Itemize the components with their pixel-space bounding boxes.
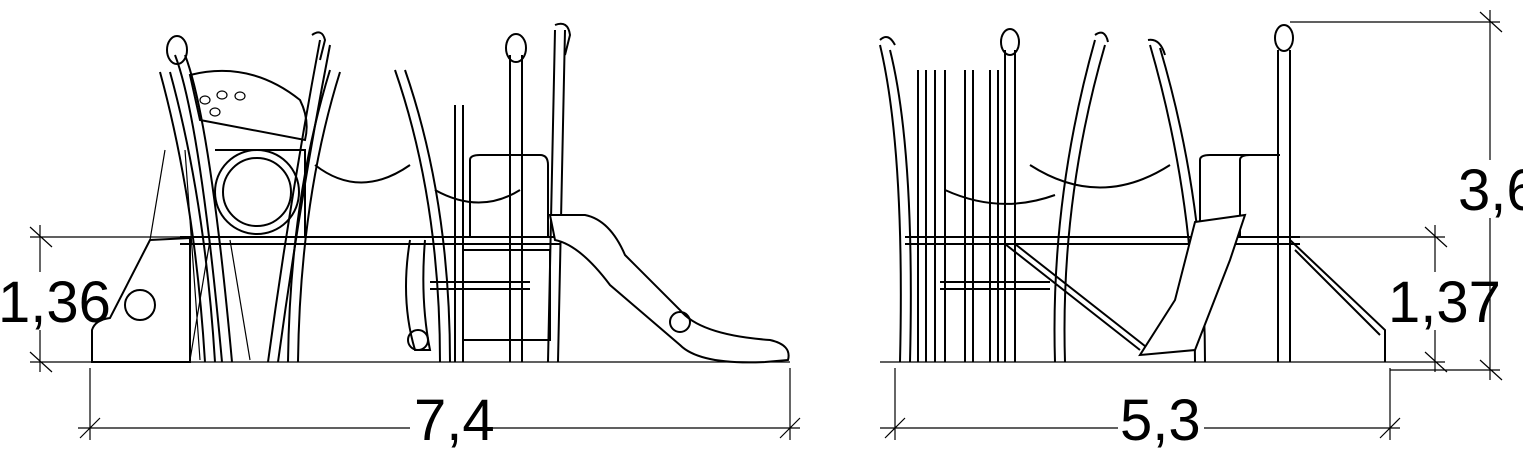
platform-height-label: 1,37: [1388, 270, 1501, 335]
tunnel-window: [214, 149, 300, 235]
side-ladder: [1004, 243, 1151, 351]
side-finials: [879, 24, 1294, 56]
climber-panel: [462, 249, 551, 341]
side-posts: [879, 39, 1291, 363]
post-finials: [166, 22, 572, 65]
side-slide: [1138, 213, 1247, 357]
side-climber: [1289, 239, 1386, 362]
front-width-label: 7,4: [414, 388, 495, 452]
front-elevation: [90, 22, 790, 364]
side-width-label: 5,3: [1120, 388, 1201, 452]
side-chain-bridge: [1029, 164, 1171, 189]
platform-left: [180, 236, 440, 245]
side-handrail: [1199, 154, 1280, 237]
climbing-wall: [91, 236, 191, 363]
front-height-label: 1,36: [0, 270, 111, 335]
panel-holes: [199, 90, 246, 117]
roof-panel: [188, 69, 308, 142]
total-height-label: 3,6: [1458, 158, 1523, 223]
panel-porthole: [124, 289, 156, 321]
slide: [548, 214, 790, 364]
posts: [159, 29, 566, 363]
chain-bridge: [314, 164, 411, 184]
handrail: [469, 154, 549, 237]
platform-right: [440, 236, 560, 245]
side-elevation: [879, 24, 1390, 363]
climbing-net: [149, 149, 251, 361]
